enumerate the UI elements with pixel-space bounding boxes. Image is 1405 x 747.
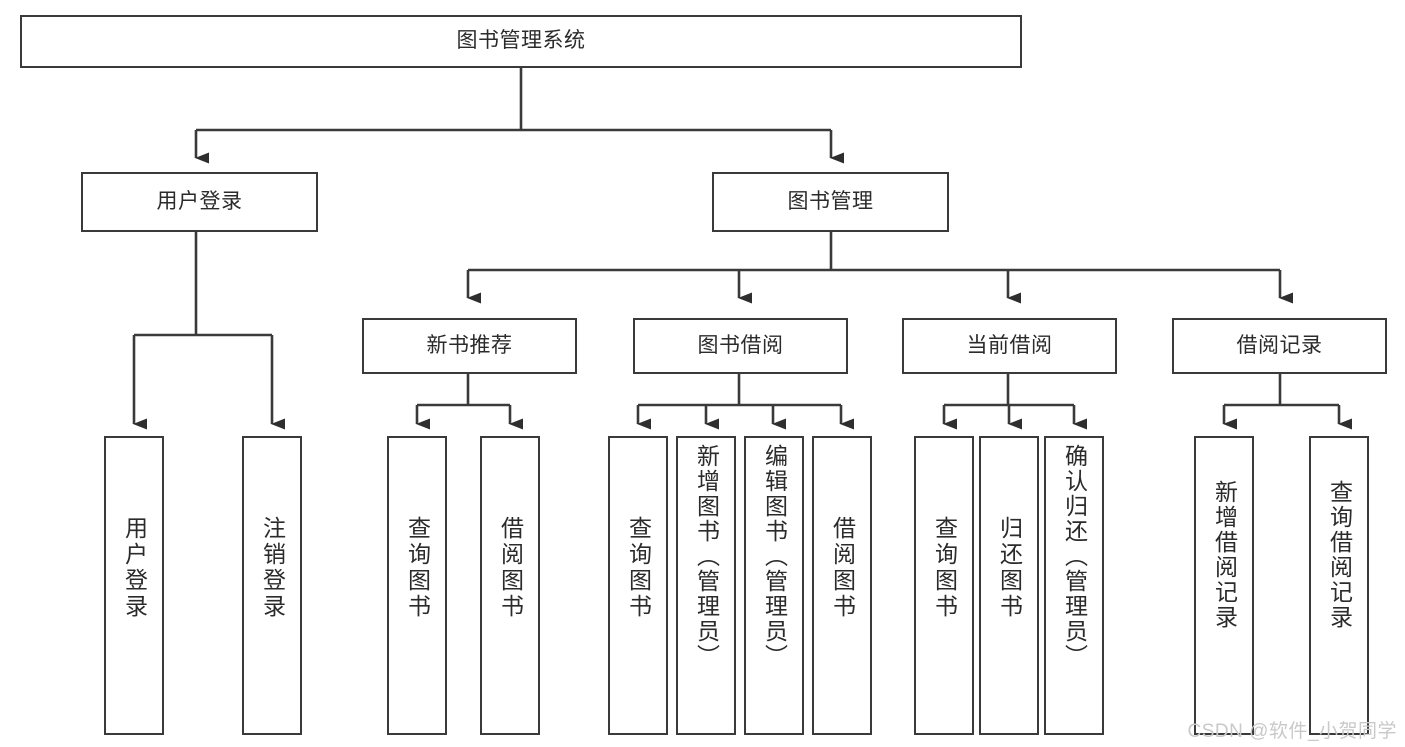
node-root[interactable]: 图书管理系统: [20, 15, 1022, 68]
node-book-borrow[interactable]: 图书借阅: [633, 318, 848, 374]
node-leaf-borrow-book-1-label: 借阅图书: [497, 516, 524, 620]
node-user-login-label: 用户登录: [156, 189, 243, 213]
node-leaf-logout-login-label: 注销登录: [259, 516, 286, 620]
node-borrow-record-label: 借阅记录: [1236, 333, 1323, 357]
node-current-borrow-label: 当前借阅: [966, 333, 1053, 357]
node-book-manage-label: 图书管理: [787, 189, 874, 213]
node-leaf-query-book-1-label: 查询图书: [404, 516, 431, 620]
node-leaf-user-login-label: 用户登录: [121, 516, 148, 620]
node-leaf-return-book[interactable]: 归还图书: [979, 436, 1039, 735]
node-leaf-edit-book[interactable]: 编辑图书（管理员）: [744, 436, 804, 735]
node-user-login[interactable]: 用户登录: [81, 172, 318, 232]
node-book-borrow-label: 图书借阅: [697, 333, 784, 357]
node-leaf-borrow-book-2[interactable]: 借阅图书: [812, 436, 872, 735]
node-leaf-add-book-label: 新增图书（管理员）: [693, 444, 720, 669]
node-leaf-borrow-book-2-label: 借阅图书: [829, 516, 856, 620]
node-leaf-return-book-label: 归还图书: [996, 516, 1023, 620]
node-book-manage[interactable]: 图书管理: [712, 172, 949, 232]
node-leaf-add-record-label: 新增借阅记录: [1211, 480, 1238, 630]
node-new-book-recommend[interactable]: 新书推荐: [362, 318, 577, 374]
node-leaf-query-book-2-label: 查询图书: [625, 516, 652, 620]
node-leaf-add-book[interactable]: 新增图书（管理员）: [676, 436, 736, 735]
node-current-borrow[interactable]: 当前借阅: [902, 318, 1117, 374]
node-leaf-query-record[interactable]: 查询借阅记录: [1309, 436, 1369, 735]
watermark: CSDN @软件_小贺同学: [1187, 721, 1397, 742]
node-new-book-recommend-label: 新书推荐: [426, 333, 513, 357]
node-leaf-borrow-book-1[interactable]: 借阅图书: [480, 436, 540, 735]
node-leaf-add-record[interactable]: 新增借阅记录: [1194, 436, 1254, 735]
node-leaf-logout-login[interactable]: 注销登录: [242, 436, 302, 735]
node-leaf-edit-book-label: 编辑图书（管理员）: [761, 444, 788, 669]
node-leaf-query-book-3-label: 查询图书: [931, 516, 958, 620]
node-root-label: 图书管理系统: [456, 29, 586, 53]
node-leaf-confirm-return-label: 确认归还（管理员）: [1061, 444, 1088, 669]
node-leaf-query-record-label: 查询借阅记录: [1326, 480, 1353, 630]
node-leaf-query-book-1[interactable]: 查询图书: [387, 436, 447, 735]
node-borrow-record[interactable]: 借阅记录: [1172, 318, 1387, 374]
node-leaf-query-book-2[interactable]: 查询图书: [608, 436, 668, 735]
node-leaf-query-book-3[interactable]: 查询图书: [914, 436, 974, 735]
node-leaf-user-login[interactable]: 用户登录: [104, 436, 164, 735]
node-leaf-confirm-return[interactable]: 确认归还（管理员）: [1044, 436, 1104, 735]
